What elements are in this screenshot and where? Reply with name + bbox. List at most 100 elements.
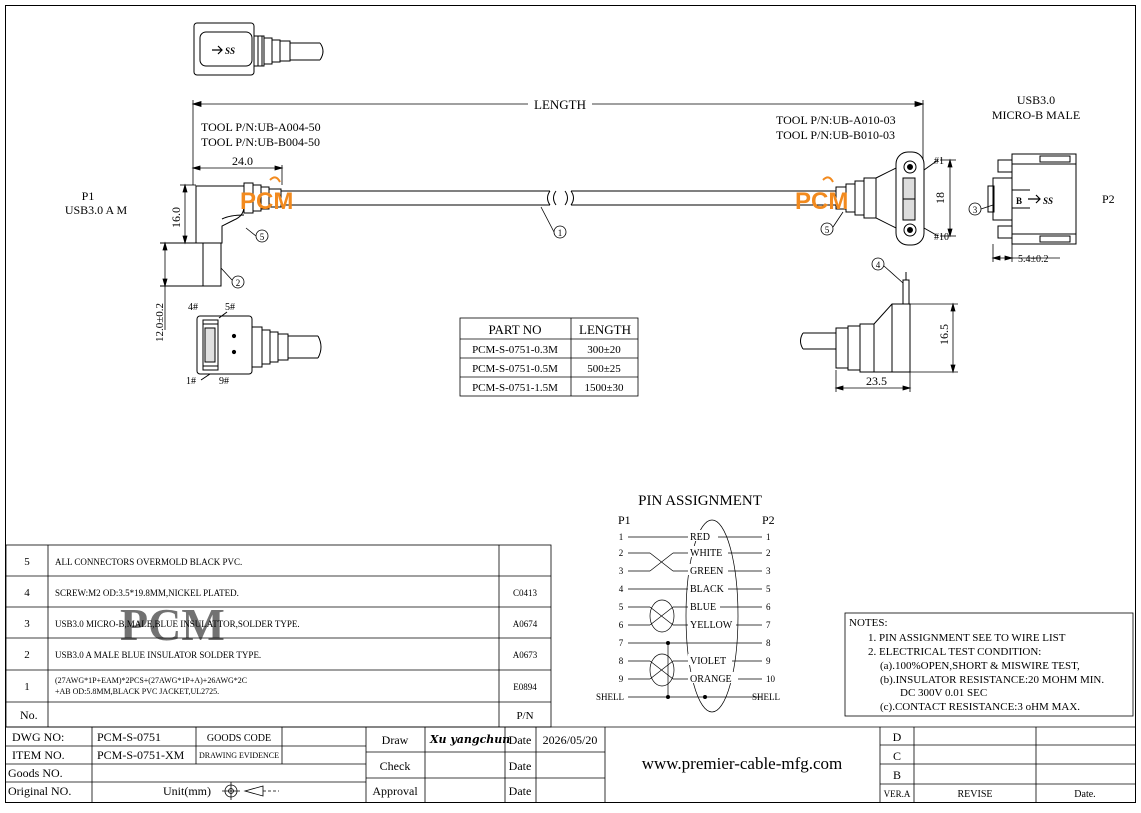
p2-title-2: MICRO-B MALE xyxy=(992,108,1080,122)
callout-4: 4 xyxy=(871,257,904,284)
dim-165-lines xyxy=(834,302,958,392)
draw-signature: Xu yangchun xyxy=(429,733,510,746)
item-no: PCM-S-0751-XM xyxy=(97,748,185,762)
date-label: Date xyxy=(509,733,532,747)
pin-5: 5# xyxy=(225,302,235,313)
draw-date: 2026/05/20 xyxy=(543,733,598,747)
pin-left-numbers: 1 2 3 4 5 6 7 8 9 SHELL xyxy=(596,532,624,702)
part-table-header-0: PART NO xyxy=(488,322,541,337)
dim-16: 16.0 xyxy=(169,207,183,228)
svg-text:BLACK: BLACK xyxy=(690,584,725,595)
svg-text:SHELL: SHELL xyxy=(752,692,780,702)
svg-text:YELLOW: YELLOW xyxy=(690,620,733,631)
original-no-label: Original NO. xyxy=(8,784,71,798)
dim-24-lines xyxy=(191,165,284,185)
svg-text:5: 5 xyxy=(825,225,830,235)
bom-no: 3 xyxy=(24,618,30,630)
bom-no: 4 xyxy=(24,587,30,599)
svg-text:1: 1 xyxy=(558,228,563,238)
tool-right-2: TOOL P/N:UB-B010-03 xyxy=(776,128,895,142)
micro-b-end-view xyxy=(987,153,1077,245)
micro-b-bottom-view xyxy=(800,272,911,373)
svg-text:BLUE: BLUE xyxy=(690,602,716,613)
svg-text:7: 7 xyxy=(619,638,624,648)
svg-text:5: 5 xyxy=(619,602,624,612)
svg-text:6: 6 xyxy=(766,602,771,612)
svg-text:2: 2 xyxy=(766,548,771,558)
dim-235: 23.5 xyxy=(866,374,887,388)
bom-code: A0673 xyxy=(513,650,538,660)
rev-c: C xyxy=(893,749,901,763)
pcm-logo-right: PCM xyxy=(795,176,848,215)
callout-2: 2 xyxy=(220,267,245,289)
pin-h10: #10 xyxy=(934,232,949,243)
callout-5-right: 5 xyxy=(820,211,844,236)
svg-text:10: 10 xyxy=(766,674,776,684)
unit-label: Unit(mm) xyxy=(163,784,211,798)
bom-desc: (27AWG*1P+EAM)*2PCS+(27AWG*1P+A)+26AWG*2… xyxy=(55,676,247,685)
svg-text:5: 5 xyxy=(260,232,265,242)
bom-desc: ALL CONNECTORS OVERMOLD BLACK PVC. xyxy=(55,557,242,567)
dim-18-lines xyxy=(940,158,956,238)
notes-title: NOTES: xyxy=(849,617,888,629)
part-table-cell: 500±25 xyxy=(587,363,621,375)
length-label: LENGTH xyxy=(534,97,586,112)
svg-text:4: 4 xyxy=(619,584,624,594)
note-line: (b).INSULATOR RESISTANCE:20 MOHM MIN. xyxy=(880,674,1104,686)
svg-text:8: 8 xyxy=(766,638,771,648)
svg-text:SHELL: SHELL xyxy=(596,692,624,702)
notes-box: NOTES: 1. PIN ASSIGNMENT SEE TO WIRE LIS… xyxy=(844,612,1134,717)
dim-54-lines xyxy=(991,244,1060,262)
pin-right-numbers: 1 2 3 5 6 7 8 9 10 SHELL xyxy=(752,532,780,702)
p2-title-1: USB3.0 xyxy=(1017,93,1055,107)
bom-table: PCM 5 ALL CONNECTORS OVERMOLD BLACK PVC.… xyxy=(5,544,552,728)
note-line: DC 300V 0.01 SEC xyxy=(900,687,987,699)
dim-165: 16.5 xyxy=(937,324,951,345)
svg-text:7: 7 xyxy=(766,620,771,630)
callout-5-left: 5 xyxy=(245,227,269,243)
date-label: Date xyxy=(509,784,532,798)
bom-code: C0413 xyxy=(513,588,538,598)
part-table-header-1: LENGTH xyxy=(579,322,631,337)
svg-text:B: B xyxy=(1016,196,1022,206)
usb-a-side-view xyxy=(160,182,836,287)
pin-4: 4# xyxy=(188,302,198,313)
micro-b-side-view xyxy=(835,151,939,246)
dim-54: 5.4±0.2 xyxy=(1018,254,1049,265)
pin-wires xyxy=(628,519,762,713)
p1-desc: USB3.0 A M xyxy=(65,203,128,217)
pin-h1: #1 xyxy=(934,156,944,167)
dwg-no-label: DWG NO: xyxy=(12,730,64,744)
svg-text:8: 8 xyxy=(619,656,624,666)
note-line: 1. PIN ASSIGNMENT SEE TO WIRE LIST xyxy=(868,632,1066,644)
bom-desc: SCREW:M2 OD:3.5*19.8MM,NICKEL PLATED. xyxy=(55,588,239,598)
goods-code-label: GOODS CODE xyxy=(207,733,271,744)
dim-12-lines xyxy=(162,241,168,330)
check-label: Check xyxy=(380,759,411,773)
svg-text:9: 9 xyxy=(766,656,771,666)
ver-a: VER.A xyxy=(884,789,911,799)
sheet-border xyxy=(5,5,1136,803)
goods-no-label: Goods NO. xyxy=(8,766,63,780)
usb-a-top-view xyxy=(193,22,324,76)
pcm-watermark: PCM xyxy=(120,599,225,650)
tool-left-1: TOOL P/N:UB-A004-50 xyxy=(201,120,321,134)
part-table: PART NO LENGTH PCM-S-0751-0.3M 300±20 PC… xyxy=(459,317,639,397)
dim-18: 18 xyxy=(933,192,947,204)
p2-label: P2 xyxy=(1102,192,1115,206)
dim-12: 12.0±0.2 xyxy=(154,303,166,342)
micro-ss-icon: B SS xyxy=(1016,194,1053,206)
usb-ss-icon: SS xyxy=(212,45,235,56)
bom-desc: USB3.0 MICRO-B,MALE,BLUE INSULATTOR,SOLD… xyxy=(55,619,300,629)
part-table-cell: 1500±30 xyxy=(584,382,624,394)
junction-dot xyxy=(703,695,707,699)
pin-9: 9# xyxy=(219,376,229,387)
junction-dot xyxy=(666,641,670,645)
date-label: Date xyxy=(509,759,532,773)
dim-16-lines xyxy=(180,183,200,245)
dwg-no: PCM-S-0751 xyxy=(97,730,161,744)
svg-text:WHITE: WHITE xyxy=(690,548,722,559)
dim-24: 24.0 xyxy=(232,154,253,168)
